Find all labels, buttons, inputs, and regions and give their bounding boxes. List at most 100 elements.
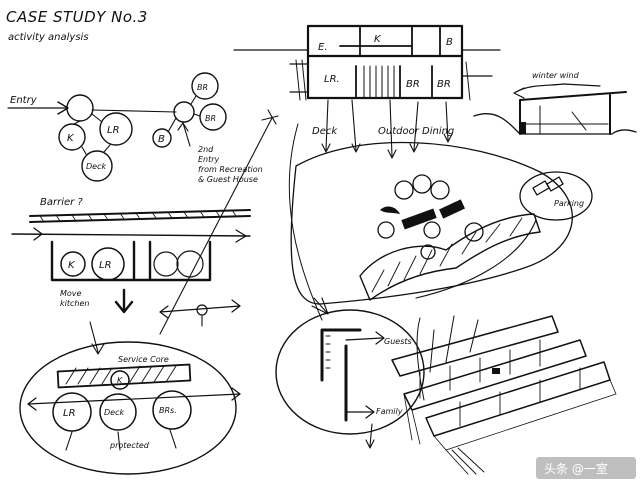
zone-bedrooms-bubble [152, 390, 192, 430]
family-label: Family [376, 407, 403, 416]
node-b-label: B [158, 134, 165, 145]
family-arrow [345, 405, 375, 419]
zone-axis [27, 393, 241, 405]
stair-lines [445, 447, 485, 475]
window-dot [492, 368, 500, 374]
zone-deck-bubble [99, 393, 137, 431]
site-down-arrow [311, 297, 329, 315]
second-entry-note-2: Entry [198, 155, 220, 164]
strip-walls [50, 240, 212, 282]
wind-section: winter wind [473, 71, 637, 135]
bedroom-bubble-1 [191, 72, 219, 100]
plan-lower-walls [355, 65, 433, 99]
node-k-label: K [67, 133, 75, 144]
living-room-bubble [99, 112, 133, 146]
floor-plan: E. K B LR. BR BR Deck Outdoor Dining [233, 24, 501, 159]
parking-label: Parking [554, 199, 584, 208]
strip-room-lr: LR [99, 260, 112, 271]
service-core-hatch [65, 365, 177, 385]
strip-down-arrow [114, 288, 134, 314]
node-deck-label: Deck [86, 162, 106, 171]
second-entry-note-1: 2nd [198, 145, 214, 154]
plan-site-lines [233, 49, 501, 93]
plan-outline [306, 24, 464, 100]
strip-ghost-bubble-2 [176, 250, 204, 278]
barrier-strip: Barrier ? K LR Move kitchen [11, 197, 251, 327]
tree-trunks [416, 315, 479, 401]
wind-arrow [515, 83, 601, 93]
node-lr-label: LR [107, 125, 120, 136]
strip-axis [11, 233, 251, 237]
plan-room-b: B [446, 37, 453, 48]
house-perspective [391, 315, 617, 475]
roof-lower [425, 361, 611, 437]
plan-view-arrows [325, 99, 449, 157]
sheet-title: CASE STUDY No.3 [6, 8, 148, 26]
site-tree-3 [430, 180, 450, 200]
zone-diagram: Service Core K LR Deck BRs. protected [19, 321, 241, 475]
guests-label: Guests [384, 337, 412, 346]
zone-link-arrow [89, 321, 105, 355]
zone-enclosure [19, 341, 237, 475]
plan-room-lr: LR. [324, 74, 340, 85]
site-tree-5 [423, 221, 441, 239]
connector-to-site [159, 109, 279, 335]
plan-room-e: E. [318, 42, 328, 53]
service-core-label: Service Core [118, 355, 169, 364]
move-kitchen-note-1: Move [60, 289, 82, 298]
sheet-subtitle: activity analysis [8, 32, 89, 43]
bubble-connectors [73, 95, 201, 155]
guests-arrow [345, 331, 385, 345]
site-tree-4 [377, 221, 395, 239]
strip-living-bubble [91, 247, 125, 281]
watermark-backdrop [536, 457, 636, 479]
roof-middle [403, 339, 587, 411]
strip-kitchen-bubble [60, 251, 86, 277]
node-br2-label: BR [205, 114, 216, 123]
parking-area [519, 171, 593, 221]
watermark: 头条 @一室 [544, 461, 608, 476]
entry-wall-ticks [325, 335, 331, 369]
bath-bubble [152, 128, 172, 148]
parking-car-1 [532, 180, 550, 196]
plan-terrace-lines [295, 59, 471, 101]
node-br1-label: BR [197, 83, 208, 92]
kitchen-bubble [58, 123, 86, 151]
zone-room-brs: BRs. [159, 406, 177, 415]
zone-room-lr: LR [63, 408, 76, 419]
second-entry-arrow [182, 122, 191, 147]
site-path-hatch [371, 217, 523, 293]
second-entry-note-3: from Recreation [198, 165, 263, 174]
zone-footer: protected [109, 441, 150, 450]
site-path-band [359, 213, 541, 301]
move-kitchen-note-2: kitchen [60, 299, 89, 308]
plan-label-deck: Deck [312, 126, 338, 137]
deck-bubble [81, 150, 113, 182]
strip-axis-arrows [33, 227, 247, 243]
site-tree-6 [464, 222, 484, 242]
section-wall-fill [520, 122, 526, 134]
wind-label: winter wind [532, 71, 580, 80]
zone-k-label: K [117, 376, 123, 385]
plan-room-br1: BR [406, 79, 420, 90]
site-vehicle [380, 206, 400, 214]
parking-car-2 [546, 176, 564, 192]
entry-enclosure [275, 309, 425, 435]
strip-room-k: K [68, 260, 76, 271]
facade-base [403, 379, 617, 451]
bubble-diagram: Entry K LR Deck B BR BR 2nd Entry from R… [7, 72, 263, 184]
site-drive-curve [415, 219, 537, 299]
zone-axis-arrows [27, 387, 241, 411]
entry-wall-1 [320, 328, 362, 382]
site-building-2 [439, 199, 465, 219]
entry-down-arrow [365, 423, 375, 449]
facade-columns [419, 339, 581, 427]
plan-room-k: K [374, 34, 382, 45]
hub-bubble [173, 101, 195, 123]
strip-side-arrows [159, 299, 241, 319]
zone-kitchen-bubble [110, 370, 130, 390]
site-tree-2 [412, 174, 432, 194]
site-building-1 [401, 208, 437, 230]
zone-view-lines [65, 429, 177, 451]
